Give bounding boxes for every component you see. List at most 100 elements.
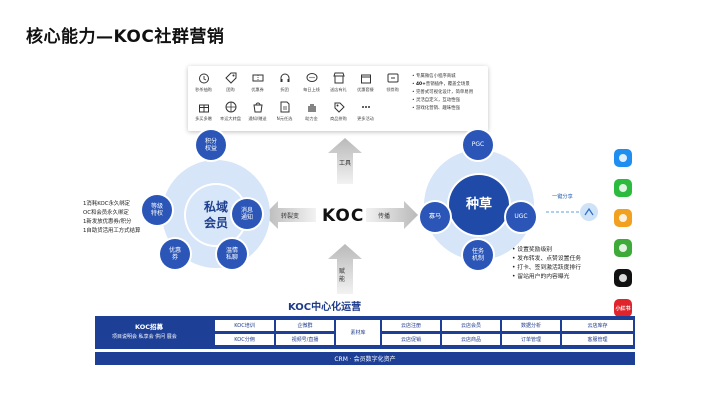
alarm-clock-icon	[198, 73, 209, 84]
tool-label: N元任选	[276, 116, 293, 121]
headset-icon	[280, 73, 289, 82]
left-note: OC和会员永久绑定	[83, 210, 129, 216]
tool-item[interactable]: 领劵购	[379, 70, 406, 99]
ops-cell[interactable]: 云店库存	[562, 320, 633, 331]
tool-label: 通知/赠送	[248, 116, 267, 121]
ops-cell[interactable]: 素材库	[336, 320, 380, 345]
xiaohongshu-icon[interactable]: 小红书	[614, 299, 632, 317]
ops-title: KOC中心化运营	[288, 302, 362, 313]
tool-label: 秒杀抽购	[195, 87, 212, 92]
share-label: 一键分享	[552, 194, 573, 200]
grass-node: 任务机制	[463, 240, 493, 270]
feature-list: • 专属微信小程序商城 • 40+营销插件，覆盖全场景 • 完善式可视化设计，简单易…	[412, 73, 492, 113]
tool-item[interactable]: 秒杀抽购	[190, 70, 217, 99]
ops-cell[interactable]: KOC分佣	[215, 334, 274, 345]
tools-grid: 秒杀抽购 团购 优惠券折团每日上线送店有礼优惠套餐 领劵购多买多赠 幸运大转盘 通知/赠送…	[190, 70, 408, 130]
tool-item[interactable]: 商品拼购	[325, 99, 352, 128]
moments-icon[interactable]	[614, 239, 632, 257]
feature-text: 完善式可视化设计，简单易用	[416, 90, 474, 95]
tool-item[interactable]: 更多活动	[352, 99, 379, 128]
wechat-icon[interactable]	[614, 179, 632, 197]
feature-item: • 40+营销插件，覆盖全场景	[412, 82, 470, 87]
convert-arrow	[264, 201, 316, 229]
recruit-sub: 项目说明会 私享会 供问 展会	[112, 334, 177, 340]
coupon-icon	[387, 73, 398, 83]
tool-item[interactable]: N元任选	[271, 99, 298, 128]
tool-item[interactable]: 折团	[271, 70, 298, 99]
left-note: 1消耗KOC永久绑定	[83, 201, 131, 207]
feature-text: 专属微信小程序商城	[416, 74, 456, 79]
feature-text: 游戏化营销、趣味性强	[416, 106, 460, 111]
price-tag-icon	[334, 102, 345, 113]
right-note: • 发布转发、点赞设置任务	[512, 256, 582, 262]
grass-center-label: 种草	[465, 197, 492, 213]
right-note: • 打卡、签到激活跃度排行	[512, 265, 582, 271]
feature-bold: 40+	[416, 82, 426, 87]
ops-cell[interactable]: 数据分析	[502, 320, 560, 331]
tool-item[interactable]: 通知/赠送	[244, 99, 271, 128]
tool-label: 领劵购	[386, 87, 399, 92]
feature-item: • 游戏化营销、趣味性强	[412, 106, 460, 111]
tools-arrow-label: 工具	[339, 160, 352, 167]
feature-text: 灵活自定义，互动性强	[416, 98, 460, 103]
tool-item[interactable]: 团购	[217, 70, 244, 99]
tool-item[interactable]: 多买多赠	[190, 99, 217, 128]
ops-cell[interactable]: 云店商品	[442, 334, 500, 345]
qq-icon[interactable]	[614, 149, 632, 167]
weibo-icon[interactable]	[614, 209, 632, 227]
left-notes: 1消耗KOC永久绑定 OC和会员永久绑定 1新发放优惠券/积分 1自助货活用工方式结算	[83, 200, 140, 236]
left-note: 1新发放优惠券/积分	[83, 219, 132, 225]
spread-arrow-label: 传播	[378, 213, 391, 220]
tool-item[interactable]: 幸运大转盘	[217, 99, 244, 128]
recruit-title: KOC招募	[135, 323, 164, 331]
feature-item: • 专属微信小程序商城	[412, 74, 456, 79]
ops-cell[interactable]: 企微群	[276, 320, 334, 331]
tool-label: 团购	[226, 87, 235, 92]
feature-item: • 完善式可视化设计，简单易用	[412, 90, 474, 95]
douyin-icon[interactable]	[614, 269, 632, 287]
ops-cell[interactable]: 云店注册	[382, 320, 440, 331]
box-icon	[360, 74, 371, 84]
more-icon	[361, 106, 370, 108]
private-node: 等级特权	[142, 195, 172, 225]
gift-icon	[198, 104, 209, 113]
left-note: 1自助货活用工方式结算	[83, 228, 141, 234]
koc-label: KOC	[322, 206, 365, 226]
spread-arrow	[366, 201, 418, 229]
tag-icon	[224, 72, 236, 84]
tool-item[interactable]: 优惠券	[244, 70, 271, 99]
chat-bubble-icon	[306, 73, 317, 82]
tool-label: 助力金	[305, 116, 318, 121]
grass-node: 寡马	[420, 202, 450, 232]
tool-item[interactable]: 优惠套餐	[352, 70, 379, 99]
page-title: 核心能力—KOC社群营销	[26, 27, 225, 47]
tool-label: 优惠套餐	[357, 87, 374, 92]
grass-node: PGC	[463, 130, 493, 160]
tools-arrow	[328, 138, 362, 184]
empower-arrow	[328, 244, 362, 294]
tool-item[interactable]: 助力金	[298, 99, 325, 128]
ops-panel: KOC招募 项目说明会 私享会 供问 展会 KOC培训 企微群 素材库 云店注册…	[95, 316, 635, 349]
ops-cell[interactable]: 客服管理	[562, 334, 633, 345]
tool-item[interactable]: 送店有礼	[325, 70, 352, 99]
ops-cell[interactable]: 云店促销	[382, 334, 440, 345]
tool-item[interactable]: 每日上线	[298, 70, 325, 99]
grass-node: UGC	[506, 202, 536, 232]
feature-item: • 灵活自定义，互动性强	[412, 98, 460, 103]
tool-label: 每日上线	[303, 87, 320, 92]
tool-label: 幸运大转盘	[220, 116, 241, 121]
right-note: • 留站用户的内容曝光	[512, 274, 570, 280]
right-note: • 设置奖励级别	[512, 247, 553, 253]
tool-label: 多买多赠	[195, 116, 212, 121]
ops-cell[interactable]: KOC培训	[215, 320, 274, 331]
convert-arrow-label: 转裂变	[281, 213, 300, 220]
bag-icon	[252, 102, 263, 113]
ops-cell[interactable]: 视频号/直播	[276, 334, 334, 345]
tool-label: 商品拼购	[330, 116, 347, 121]
ops-cell[interactable]: 云店会员	[442, 320, 500, 331]
ops-cell[interactable]: 订单管理	[502, 334, 560, 345]
tool-label: 更多活动	[357, 116, 374, 121]
grass-center: 种草	[449, 175, 509, 235]
empower-arrow-label: 赋能	[339, 268, 346, 283]
tools-panel	[188, 66, 488, 131]
